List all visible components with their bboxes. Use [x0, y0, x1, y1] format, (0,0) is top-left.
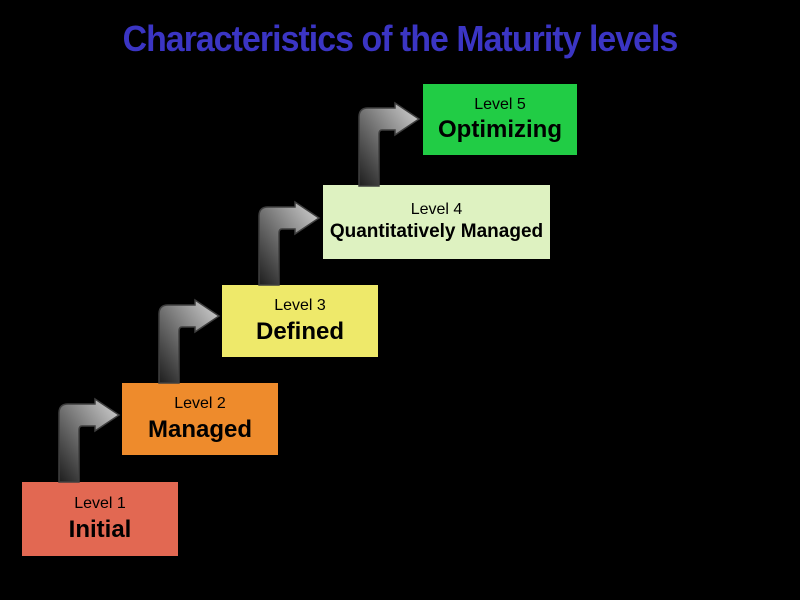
level-4-label: Level 4 — [410, 200, 463, 218]
level-5-label: Level 5 — [474, 95, 526, 113]
level-1-box: Level 1 Initial — [20, 480, 180, 558]
arrow-level2-to-level3-icon — [158, 298, 221, 384]
level-2-label: Level 2 — [174, 395, 226, 412]
level-4-box: Level 4 Quantitatively Managed — [321, 183, 552, 261]
level-3-name: Defined — [255, 317, 344, 345]
level-5-box: Level 5 Optimizing — [421, 82, 579, 157]
level-3-box: Level 3 Defined — [220, 283, 380, 359]
level-2-name: Managed — [147, 415, 252, 443]
level-1-name: Initial — [68, 515, 132, 543]
level-5-name: Optimizing — [438, 116, 562, 144]
diagram-title: Characteristics of the Maturity levels — [122, 18, 679, 59]
level-1-label: Level 1 — [74, 495, 126, 512]
level-4-name: Quantitatively Managed — [329, 221, 544, 243]
arrow-level4-to-level5-icon — [358, 101, 421, 187]
arrow-level1-to-level2-icon — [58, 397, 121, 483]
level-2-box: Level 2 Managed — [120, 381, 280, 457]
arrow-level3-to-level4-icon — [258, 200, 321, 286]
level-3-label: Level 3 — [274, 297, 326, 314]
